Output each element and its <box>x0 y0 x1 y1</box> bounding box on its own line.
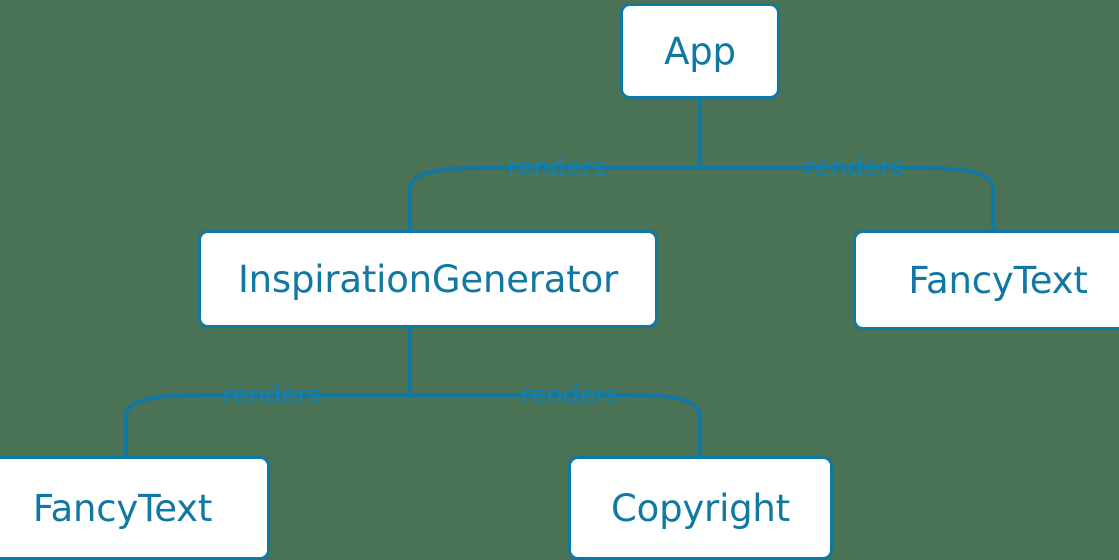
node-copyright-label: Copyright <box>611 486 790 530</box>
edge-label-inspiration-generator-to-fancy-text-bottom: renders <box>222 380 322 410</box>
node-inspiration-generator-label: InspirationGenerator <box>237 257 619 301</box>
edge-label-app-to-inspiration-generator: renders <box>507 153 607 183</box>
node-fancy-text-bottom[interactable]: FancyText <box>0 456 270 560</box>
node-inspiration-generator[interactable]: InspirationGenerator <box>198 230 658 328</box>
edge-label-app-to-fancy-text-right: renders <box>804 153 904 183</box>
node-fancy-text-right[interactable]: FancyText <box>853 230 1119 330</box>
node-app-label: App <box>664 29 736 73</box>
node-copyright[interactable]: Copyright <box>568 456 833 560</box>
edge-label-inspiration-generator-to-copyright: renders <box>520 380 620 410</box>
node-fancy-text-bottom-label: FancyText <box>32 486 213 530</box>
node-app[interactable]: App <box>620 3 780 99</box>
node-fancy-text-right-label: FancyText <box>908 258 1088 302</box>
